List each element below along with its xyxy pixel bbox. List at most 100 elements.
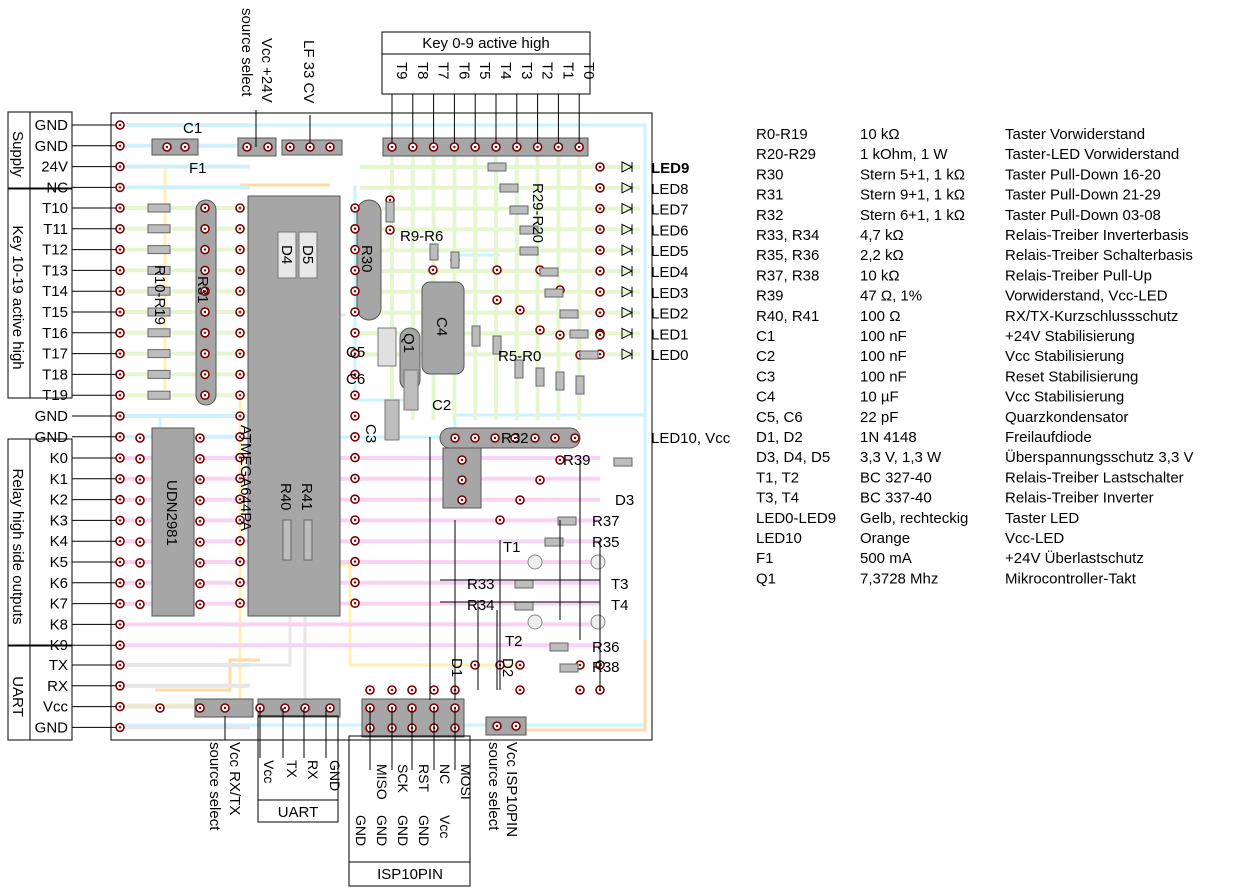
pad-hole	[238, 331, 242, 334]
pad-hole	[432, 145, 435, 149]
board-label-r33: R33	[467, 576, 495, 593]
left-pin-t18: T18	[42, 366, 68, 383]
board-label-r39: R39	[563, 452, 591, 469]
pad-hole	[238, 310, 242, 314]
pad-hole	[138, 561, 142, 564]
resistor	[535, 367, 545, 387]
pad-hole	[553, 436, 557, 440]
board-label-r9_r6: R9-R6	[400, 228, 443, 245]
bom-value: 47 Ω, 1%	[860, 288, 922, 305]
resistor	[519, 246, 539, 256]
pad-hole	[353, 456, 357, 459]
pad-hole	[460, 478, 464, 482]
pad-hole	[118, 519, 122, 522]
pad-hole	[138, 582, 142, 585]
led-symbol	[621, 265, 634, 277]
pad-hole	[558, 458, 562, 462]
pad-hole	[410, 688, 414, 692]
labels: GNDGND24VNCSupplyT10T11T12T13T14T15T16T1…	[9, 8, 1193, 883]
pad-hole	[598, 165, 602, 169]
left-group-title: UART	[9, 676, 26, 717]
pad-hole	[558, 333, 562, 337]
pad-hole	[198, 582, 202, 585]
transistor	[590, 554, 606, 570]
isp-top-rst: RST	[416, 764, 432, 792]
board-label-r35: R35	[592, 534, 620, 551]
pad-hole	[598, 249, 602, 252]
r30-network	[356, 199, 382, 321]
led10-label: LED10, Vcc	[651, 430, 731, 447]
resistor	[549, 642, 569, 652]
pad-hole	[557, 145, 560, 149]
bom-ref: R31	[756, 187, 784, 204]
top-pin-t5: T5	[476, 62, 493, 80]
board-label-r36: R36	[592, 639, 620, 656]
resistor	[147, 349, 171, 359]
pad-hole	[238, 539, 242, 542]
resistor	[147, 307, 171, 317]
bom-value: 100 nF	[860, 368, 907, 385]
pad-hole	[368, 688, 372, 692]
left-pin-gnd: GND	[35, 408, 69, 425]
isp-bottom-gnd: GND	[395, 815, 411, 846]
bom-value: BC 337-40	[860, 490, 932, 507]
board-label-udn: UDN2981	[163, 480, 180, 546]
resistor	[575, 375, 585, 395]
bom-value: 100 nF	[860, 328, 907, 345]
led-symbol	[621, 161, 634, 173]
left-pin-t11: T11	[43, 221, 68, 238]
resistor	[555, 371, 565, 391]
pad-hole	[118, 560, 122, 564]
pad-hole	[518, 688, 522, 692]
board-label-d1: D1	[448, 658, 465, 677]
board-outline	[110, 112, 653, 741]
pad-hole	[431, 268, 435, 272]
pad-hole	[198, 603, 202, 606]
top-header-title: Key 0-9 active high	[422, 35, 550, 52]
pad-hole	[238, 373, 242, 376]
resistor	[579, 350, 599, 360]
uart-box-title: UART	[278, 804, 319, 821]
bom-description: Reset Stabilisierung	[1005, 368, 1138, 385]
pad-hole	[198, 478, 202, 481]
bom-ref: R30	[756, 166, 784, 183]
pad-hole	[203, 290, 207, 293]
bom-description: Vorwiderstand, Vcc-LED	[1005, 288, 1168, 305]
pad-hole	[473, 663, 477, 667]
resistor	[282, 519, 292, 561]
pad-hole	[353, 539, 357, 542]
bom-description: RX/TX-Kurzschlussschutz	[1005, 308, 1178, 325]
left-pin-gnd: GND	[35, 719, 69, 736]
pad-hole	[118, 663, 122, 667]
resistor	[544, 537, 564, 547]
pad-hole	[238, 414, 242, 418]
pad-hole	[118, 477, 122, 480]
resistor	[539, 267, 559, 277]
pad-hole	[353, 581, 357, 584]
bom-description: Relais-Treiber Lastschalter	[1005, 469, 1184, 486]
bom-description: Mikrocontroller-Takt	[1005, 570, 1137, 587]
pad-hole	[353, 498, 357, 501]
left-pin-tx: TX	[49, 657, 68, 674]
pad-hole	[328, 145, 332, 149]
top-pin-t9: T9	[393, 62, 410, 80]
resistor	[147, 265, 171, 275]
pad-hole	[118, 581, 122, 584]
pad-hole	[598, 311, 602, 314]
bom-description: Freilaufdiode	[1005, 429, 1092, 446]
board-label-c5c6_b: C6	[346, 371, 365, 388]
pad-hole	[118, 310, 122, 314]
vcc-rxtx-source-select: source select	[206, 742, 223, 831]
pad-hole	[598, 290, 602, 293]
pad-hole	[138, 540, 142, 544]
resistor	[147, 369, 171, 379]
pad-hole	[598, 353, 602, 356]
pad-hole	[238, 456, 242, 459]
board-label-r38: R38	[592, 659, 620, 676]
pad-hole	[165, 145, 169, 149]
pad-hole	[118, 165, 122, 168]
bom-ref: C3	[756, 368, 775, 385]
pad-hole	[198, 540, 202, 544]
bom-ref: C1	[756, 328, 775, 345]
